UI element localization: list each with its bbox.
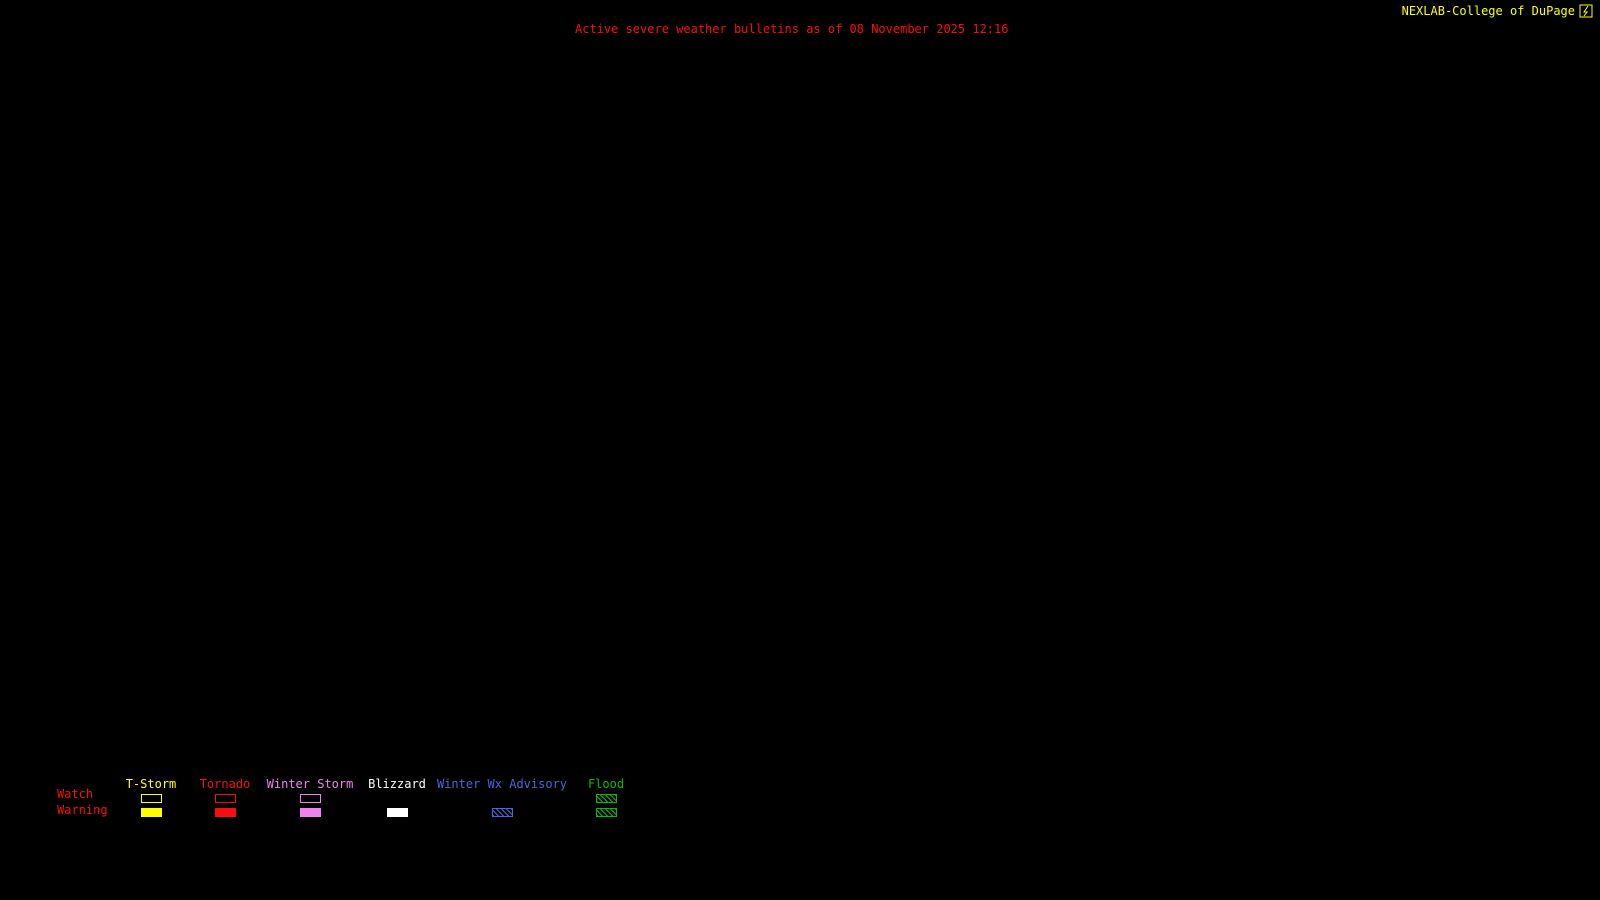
legend-col-label: T-Storm bbox=[125, 777, 177, 791]
page-title: Active severe weather bulletins as of 08… bbox=[575, 22, 1009, 36]
warning-swatch bbox=[386, 808, 408, 817]
legend-col-label: Flood bbox=[587, 777, 625, 791]
brand-text: NEXLAB-College of DuPage bbox=[1401, 4, 1575, 18]
legend-col-winter-wx-advisory: Winter Wx Advisory bbox=[432, 777, 572, 817]
legend-col-tstorm: T-Storm bbox=[81, 777, 221, 817]
legend-col-tornado: Tornado bbox=[155, 777, 295, 817]
watch-swatch bbox=[299, 794, 321, 803]
legend-col-blizzard: Blizzard bbox=[327, 777, 467, 817]
warning-swatch bbox=[140, 808, 162, 817]
brand: NEXLAB-College of DuPage bbox=[1402, 4, 1593, 18]
watch-swatch bbox=[595, 794, 617, 803]
site-logo-icon bbox=[1579, 4, 1593, 18]
legend-row-label: Watch bbox=[57, 787, 94, 801]
warning-swatch bbox=[299, 808, 321, 817]
legend-col-winter-storm: Winter Storm bbox=[240, 777, 380, 817]
legend-col-label: Tornado bbox=[199, 777, 251, 791]
watch-swatch bbox=[214, 794, 236, 803]
watch-swatch bbox=[140, 794, 162, 803]
legend: Watch Warning T-Storm Tornado Winter Sto… bbox=[0, 777, 720, 823]
warning-swatch bbox=[214, 808, 236, 817]
legend-col-label: Winter Wx Advisory bbox=[436, 777, 568, 791]
legend-col-label: Blizzard bbox=[368, 777, 426, 791]
legend-col-label: Winter Storm bbox=[266, 777, 354, 791]
legend-row-label: Warning bbox=[57, 803, 108, 817]
warning-swatch bbox=[595, 808, 617, 817]
legend-col-flood: Flood bbox=[536, 777, 676, 817]
warning-swatch bbox=[491, 808, 513, 817]
